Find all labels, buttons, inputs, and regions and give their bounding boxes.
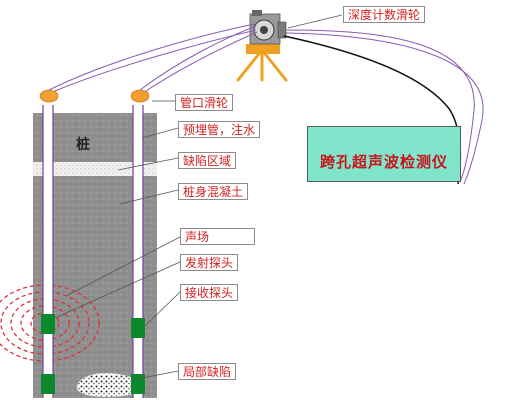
pulley-left <box>39 89 59 103</box>
ultrasonic-instrument-box: 跨孔超声波检测仪 <box>307 126 461 182</box>
receiver-label: 接收探头 <box>180 284 239 301</box>
tripod-base <box>246 44 280 54</box>
pile-label: 桩 <box>76 137 90 153</box>
right-pipe <box>132 105 144 398</box>
local-defect-label: 局部缺陷 <box>178 363 237 380</box>
tripod-legs <box>236 48 288 82</box>
cables <box>48 23 484 185</box>
transmitter-label: 发射探头 <box>180 254 239 271</box>
pointer-lines <box>54 14 343 381</box>
probe-right-bottom <box>131 374 145 394</box>
depth-pulley-device <box>249 10 287 45</box>
defect-zone-band <box>33 162 157 176</box>
left-pipe <box>42 105 54 398</box>
embedded-pipe-label: 预埋管，注水 <box>178 121 261 138</box>
transmitter-probe-left <box>41 314 55 334</box>
defect-zone-label: 缺陷区域 <box>178 152 237 169</box>
pile-concrete-label: 桩身混凝土 <box>178 183 249 200</box>
probe-left-bottom <box>41 374 55 394</box>
receiver-probe-right <box>131 318 145 338</box>
top-pulley-label: 管口滑轮 <box>175 94 234 111</box>
instrument-label: 跨孔超声波检测仪 <box>319 152 448 171</box>
pulley-right <box>130 89 150 103</box>
depth-pulley-label: 深度计数滑轮 <box>343 6 426 23</box>
sound-field-label: 声场 <box>180 228 255 245</box>
